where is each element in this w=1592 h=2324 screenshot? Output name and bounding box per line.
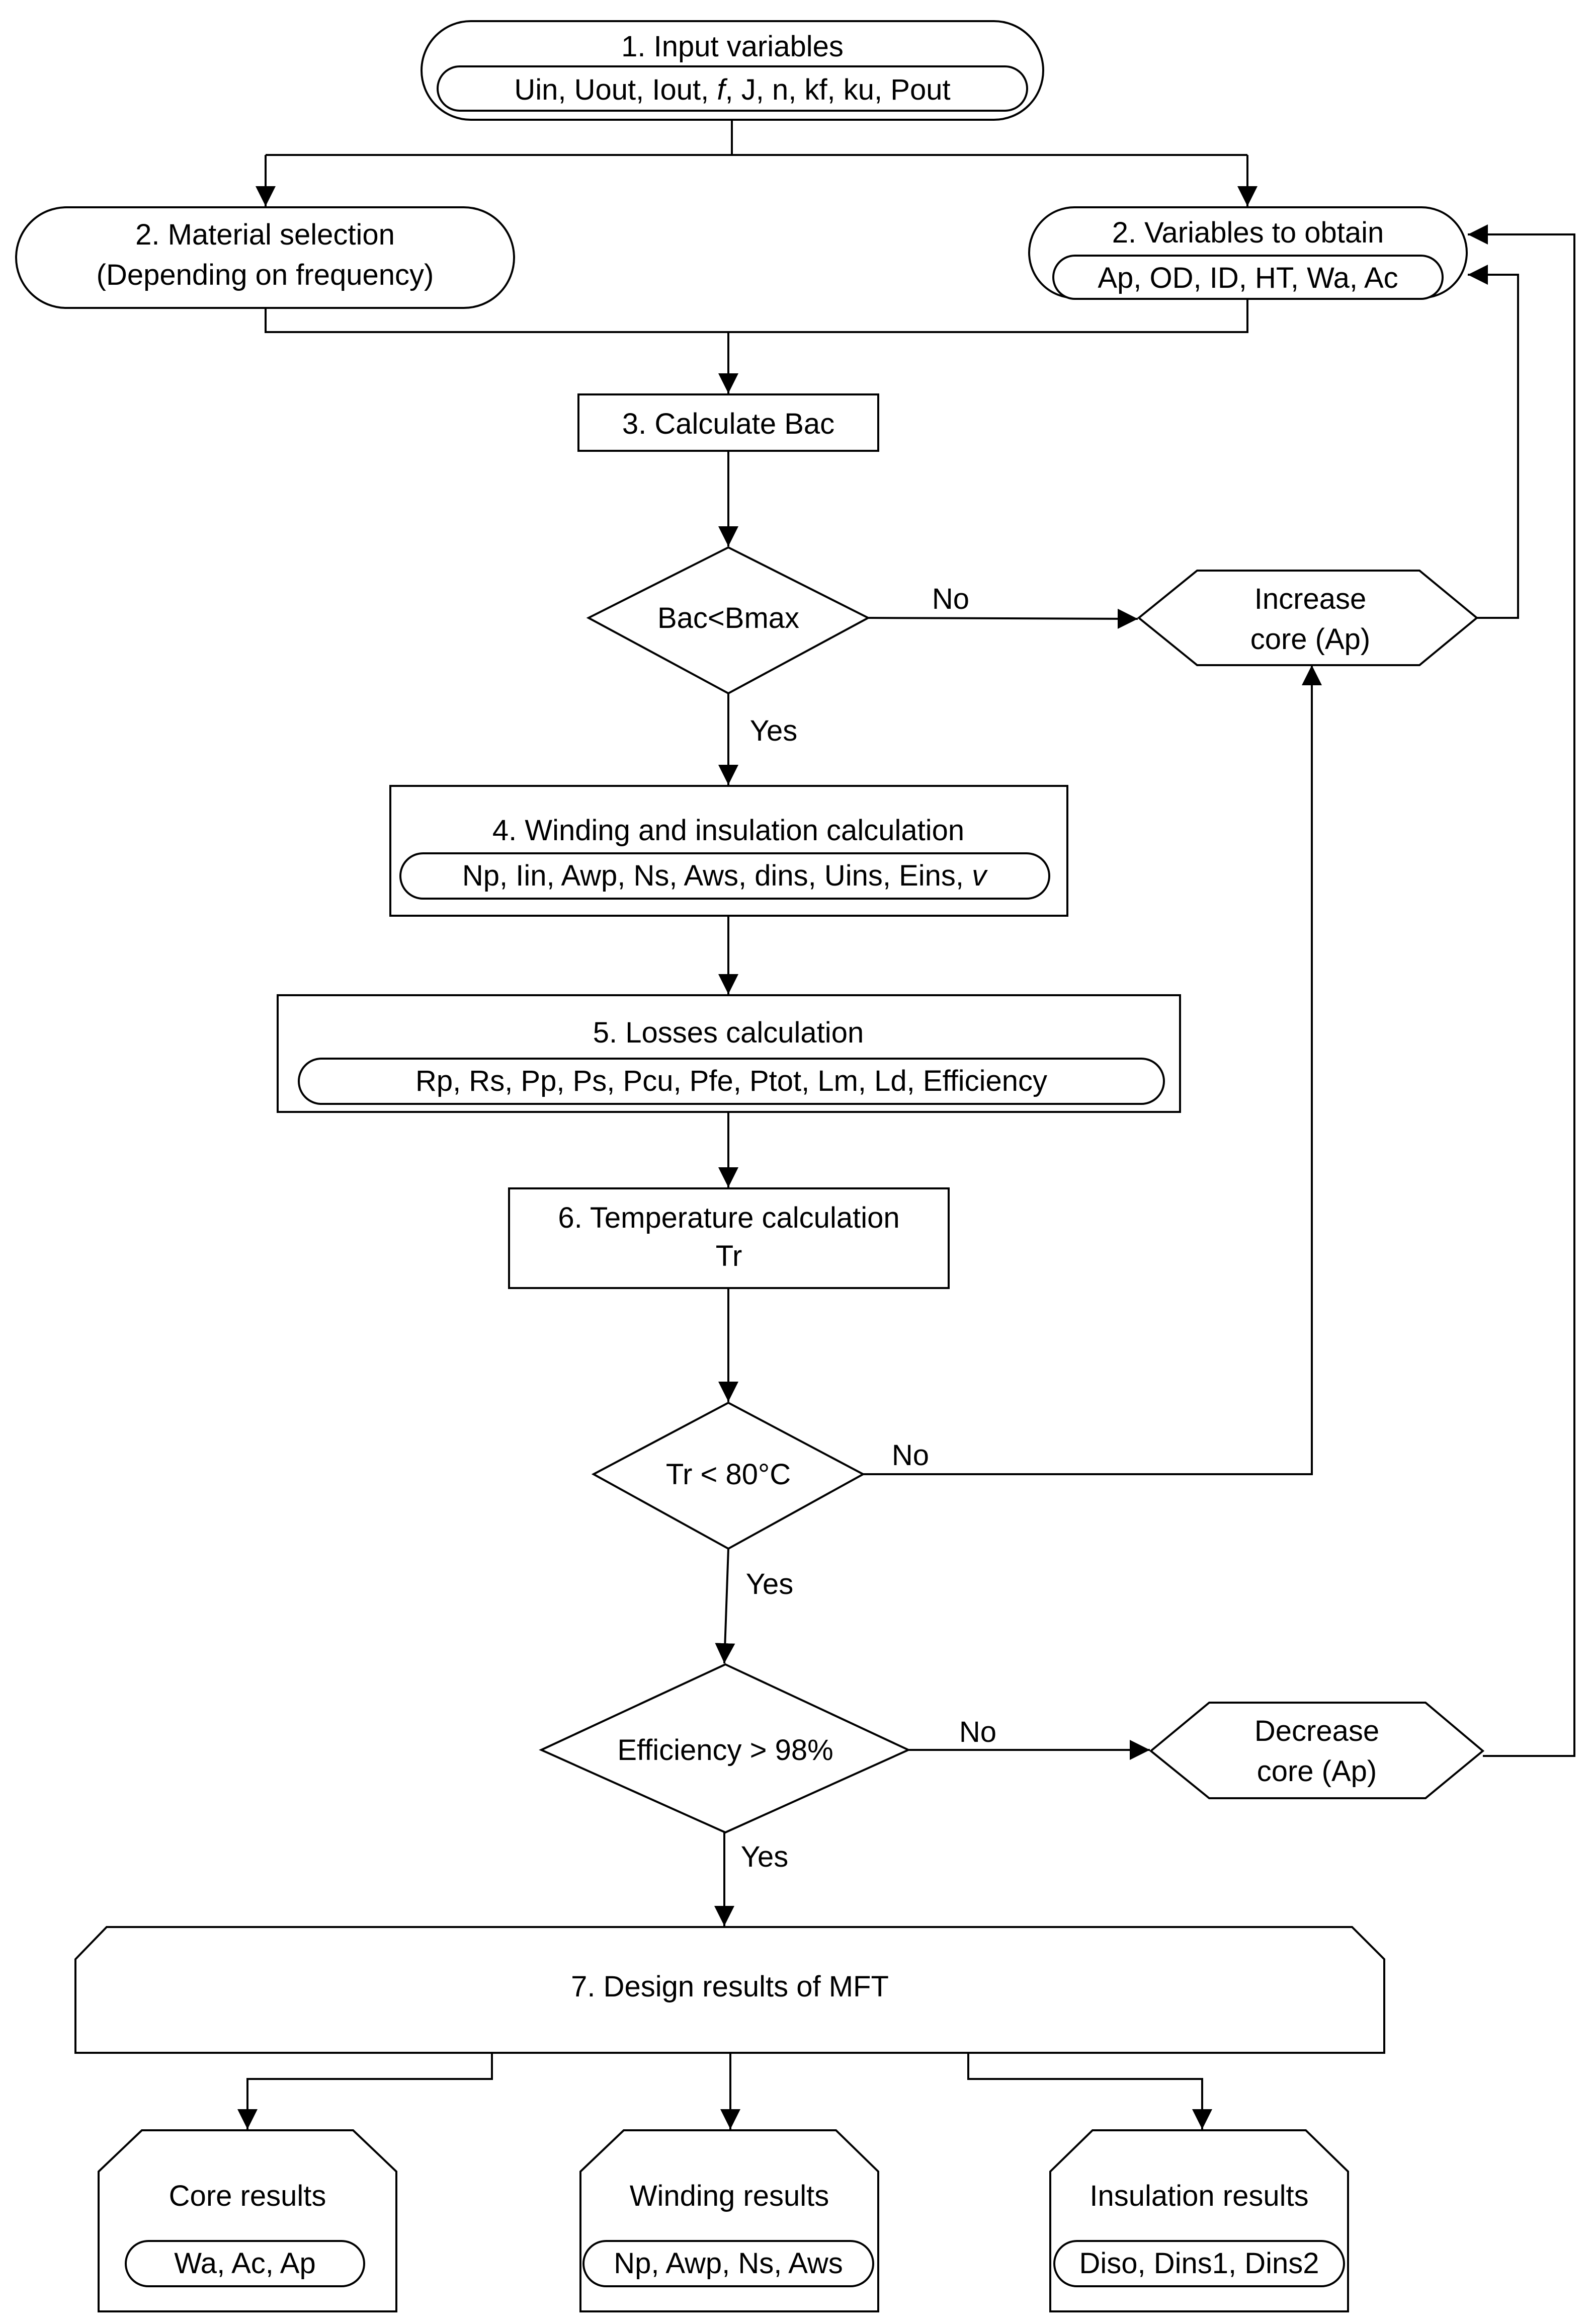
edge-temp-yes: [715, 1548, 735, 1664]
edge-bac-no: [867, 608, 1138, 629]
bac-check-label: Bac<Bmax: [657, 602, 799, 634]
node-temperature: 6. Temperature calculation Tr: [508, 1187, 950, 1289]
eff-check-label: Efficiency > 98%: [617, 1734, 833, 1767]
node-insulation-results: Insulation results Diso, Dins1, Dins2: [1049, 2129, 1349, 2312]
losses-vars: Rp, Rs, Pp, Ps, Pcu, Pfe, Ptot, Lm, Ld, …: [415, 1065, 1047, 1097]
edge-to-core: [237, 2053, 493, 2129]
results-label: 7. Design results of MFT: [571, 1970, 889, 2003]
material-line1: 2. Material selection: [135, 218, 395, 251]
obtain-vars: Ap, OD, ID, HT, Wa, Ac: [1098, 262, 1398, 294]
node-obtain: 2. Variables to obtain Ap, OD, ID, HT, W…: [1028, 206, 1468, 300]
node-calculate-bac: 3. Calculate Bac: [577, 393, 879, 452]
node-core-results: Core results Wa, Ac, Ap: [98, 2129, 397, 2312]
increase-line2: core (Ap): [1250, 623, 1371, 656]
increase-line1: Increase: [1254, 583, 1366, 615]
decrease-line1: Decrease: [1254, 1715, 1379, 1747]
input-vars: Uin, Uout, Iout, f, J, n, kf, ku, Pout: [514, 73, 950, 106]
node-increase-core: Increase core (Ap): [1137, 570, 1479, 666]
decrease-line2: core (Ap): [1257, 1755, 1377, 1788]
winding-results-title: Winding results: [630, 2180, 829, 2212]
edge-decrease-feedback: [1468, 224, 1575, 1757]
decision-bac: Bac<Bmax: [586, 546, 871, 695]
edge-increase-feedback: [1468, 265, 1519, 619]
label-eff-no: No: [959, 1716, 996, 1748]
insulation-vars: Diso, Dins1, Dins2: [1079, 2247, 1319, 2280]
temperature-line1: 6. Temperature calculation: [558, 1201, 899, 1234]
node-input: 1. Input variables Uin, Uout, Iout, f, J…: [421, 20, 1044, 121]
losses-title: 5. Losses calculation: [593, 1016, 864, 1049]
label-bac-no: No: [932, 583, 969, 615]
label-eff-yes: Yes: [741, 1840, 789, 1873]
core-vars: Wa, Ac, Ap: [174, 2247, 316, 2280]
edge-temp-no: [863, 665, 1322, 1475]
node-material: 2. Material selection (Depending on freq…: [15, 206, 515, 309]
node-decrease-core: Decrease core (Ap): [1149, 1702, 1485, 1799]
obtain-title: 2. Variables to obtain: [1112, 216, 1384, 249]
node-losses: 5. Losses calculation Rp, Rs, Pp, Ps, Pc…: [277, 994, 1181, 1113]
insulation-title: Insulation results: [1090, 2180, 1308, 2212]
decision-temperature: Tr < 80°C: [591, 1401, 866, 1550]
node-winding: 4. Winding and insulation calculation Np…: [389, 785, 1068, 917]
input-title: 1. Input variables: [621, 30, 844, 63]
edge-merge: [265, 297, 1248, 333]
node-winding-results: Winding results Np, Awp, Ns, Aws: [579, 2129, 879, 2312]
core-title: Core results: [169, 2180, 326, 2212]
winding-vars: Np, Iin, Awp, Ns, Aws, dins, Uins, Eins,…: [462, 859, 988, 892]
winding-title: 4. Winding and insulation calculation: [492, 814, 964, 847]
label-temp-no: No: [892, 1439, 929, 1472]
material-line2: (Depending on frequency): [97, 259, 434, 291]
label-temp-yes: Yes: [746, 1568, 794, 1600]
edge-to-insulation: [967, 2053, 1212, 2129]
temp-check-label: Tr < 80°C: [666, 1458, 791, 1491]
label-bac-yes: Yes: [750, 714, 798, 747]
node-design-results: 7. Design results of MFT: [74, 1926, 1385, 2054]
decision-efficiency: Efficiency > 98%: [539, 1663, 911, 1834]
bac-label: 3. Calculate Bac: [622, 408, 834, 440]
temperature-line2: Tr: [716, 1240, 742, 1272]
connectors: [237, 120, 1575, 2129]
winding-results-vars: Np, Awp, Ns, Aws: [614, 2247, 843, 2280]
